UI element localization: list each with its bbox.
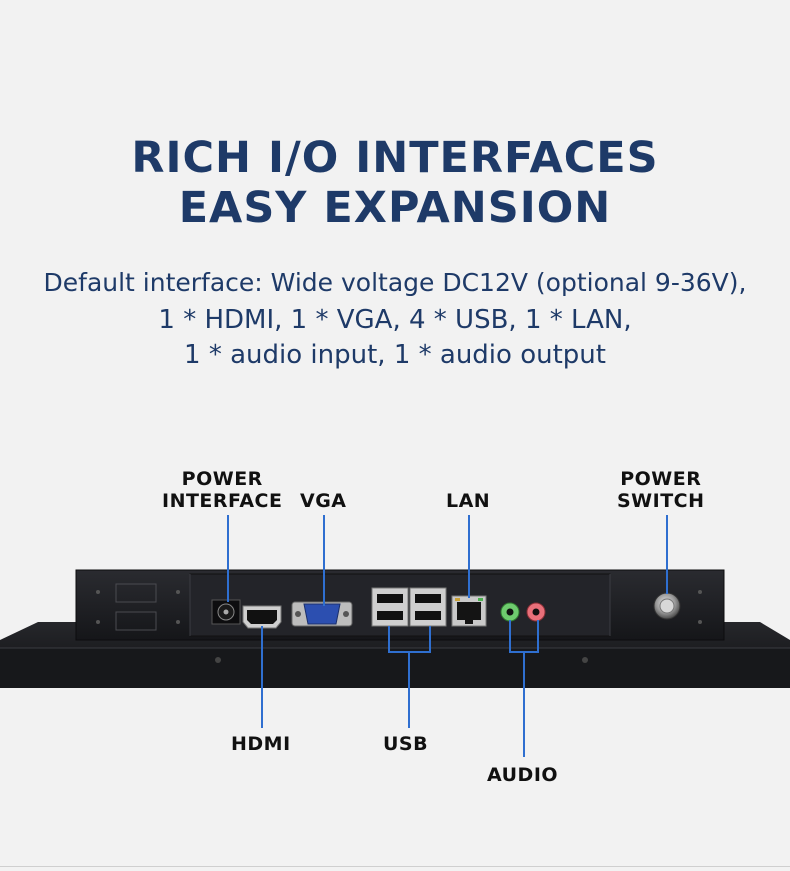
description-line-2: 1 * HDMI, 1 * VGA, 4 * USB, 1 * LAN, <box>158 305 632 335</box>
label-power-interface-line-1: POWER <box>181 468 263 490</box>
description-line-3: 1 * audio input, 1 * audio output <box>184 340 606 370</box>
heading-line-2: EASY EXPANSION <box>178 183 612 233</box>
power-button <box>653 592 681 620</box>
label-audio: AUDIO <box>487 764 559 786</box>
label-power-interface: POWER INTERFACE <box>162 468 282 512</box>
label-power-switch-line-2: SWITCH <box>617 490 705 512</box>
heading-line-1: RICH I/O INTERFACES <box>131 133 659 183</box>
label-usb: USB <box>383 733 429 755</box>
bottom-divider <box>0 866 790 867</box>
callout-lines <box>227 515 668 757</box>
label-lan: LAN <box>446 490 491 512</box>
description-line-1: Default interface: Wide voltage DC12V (o… <box>43 268 747 297</box>
lan-port <box>451 595 487 627</box>
vga-port <box>291 601 353 627</box>
label-power-switch-line-1: POWER <box>620 468 702 490</box>
label-vga: VGA <box>300 490 347 512</box>
label-power-interface-line-2: INTERFACE <box>162 490 283 512</box>
usb-ports <box>371 587 447 627</box>
dc-power-jack <box>211 599 241 625</box>
label-hdmi: HDMI <box>231 733 291 755</box>
hdmi-port <box>242 605 282 629</box>
label-power-switch: POWER SWITCH <box>617 468 705 512</box>
audio-jacks <box>500 602 546 622</box>
